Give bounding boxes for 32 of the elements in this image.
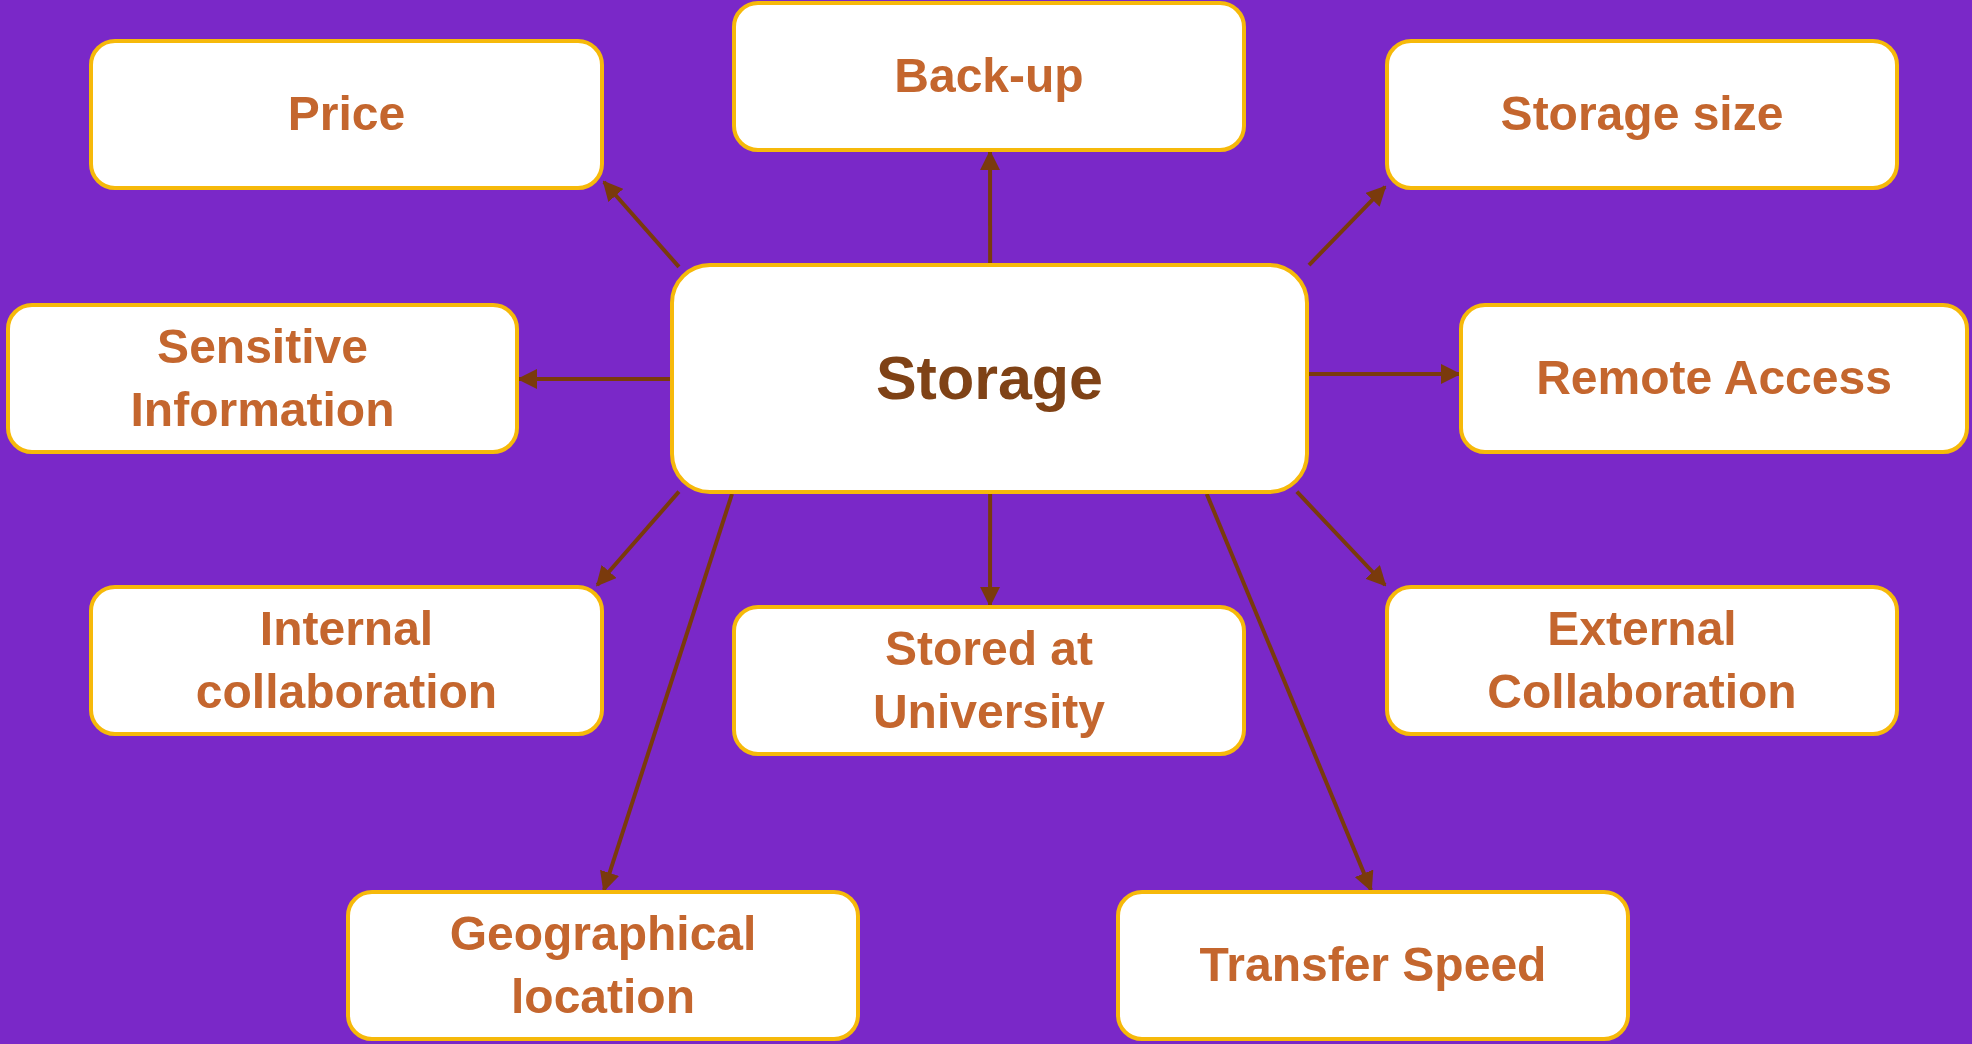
topic-box xyxy=(89,585,604,736)
topic-box xyxy=(1385,585,1899,736)
topic-label: Storage size xyxy=(1499,86,1785,143)
topic-box xyxy=(1116,890,1630,1041)
topic-box xyxy=(6,303,519,454)
arrow xyxy=(980,150,1001,263)
topic-box xyxy=(1459,303,1969,454)
topic-label: Stored at University xyxy=(871,621,1107,740)
arrow xyxy=(1204,493,1374,892)
arrow xyxy=(980,494,1001,607)
arrow xyxy=(1307,185,1387,267)
topic-box xyxy=(732,605,1246,756)
arrow xyxy=(1295,490,1387,587)
topic-label: Geographical location xyxy=(448,906,758,1025)
topic-box xyxy=(346,890,860,1041)
arrow xyxy=(1309,363,1461,384)
topic-label: Price xyxy=(286,86,407,143)
central-box xyxy=(670,263,1309,494)
arrow xyxy=(600,493,734,892)
central-label: Storage xyxy=(874,342,1105,414)
topic-label: Internal collaboration xyxy=(194,601,499,720)
topic-box xyxy=(732,1,1246,152)
topic-box xyxy=(89,39,604,190)
topic-label: External Collaboration xyxy=(1486,601,1798,720)
arrow xyxy=(595,490,681,587)
topic-label: Back-up xyxy=(893,48,1085,105)
topic-label: Remote Access xyxy=(1535,350,1893,407)
topic-box xyxy=(1385,39,1899,190)
arrow xyxy=(602,180,681,269)
arrow xyxy=(517,368,670,389)
topic-label: Sensitive Information xyxy=(129,319,396,438)
topic-label: Transfer Speed xyxy=(1198,937,1548,994)
